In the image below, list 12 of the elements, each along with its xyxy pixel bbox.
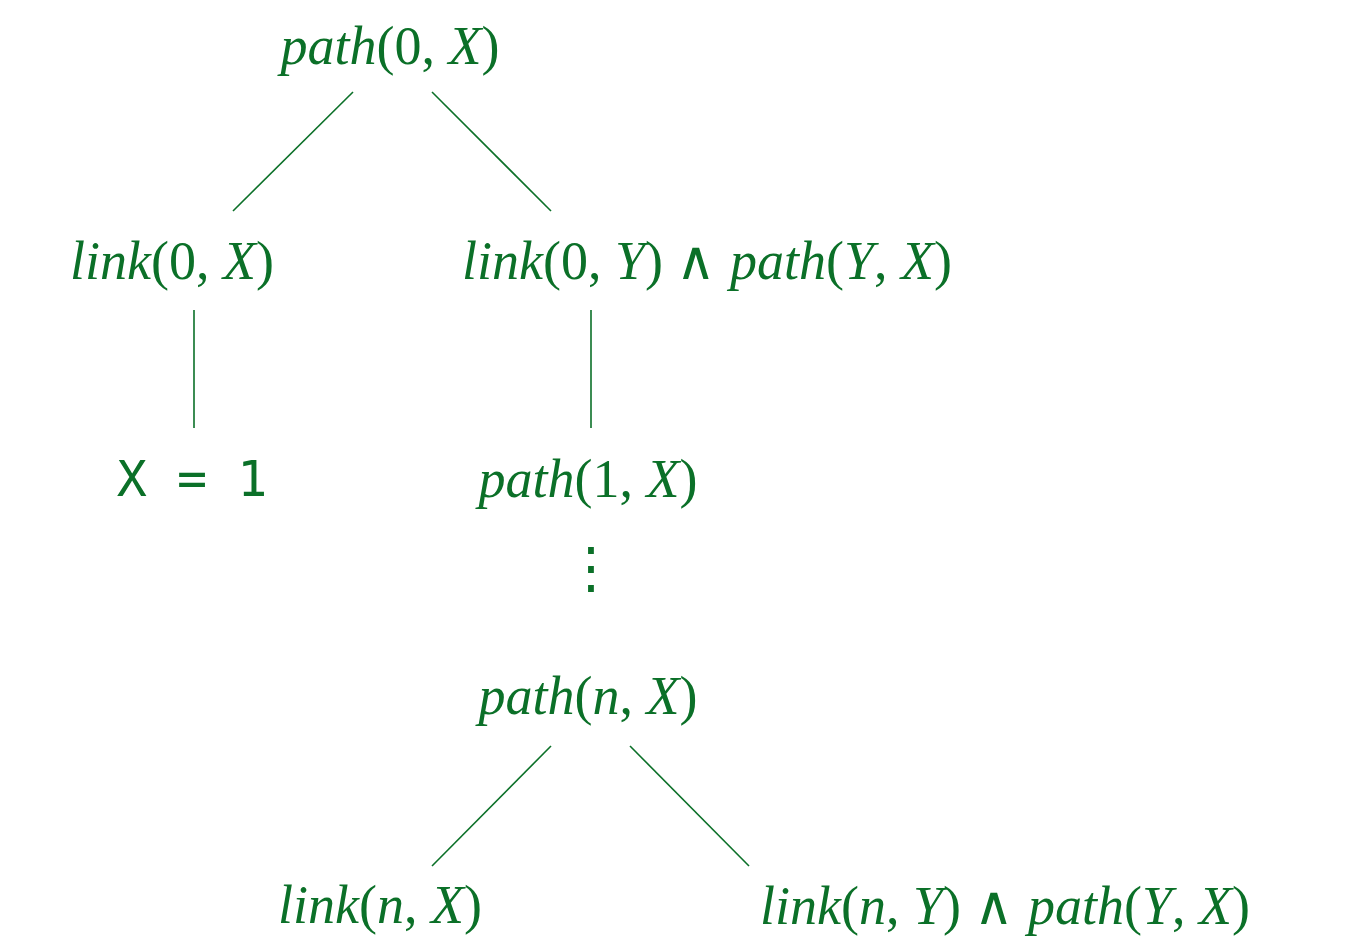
- connector-line: [232, 91, 354, 212]
- connector-line: [629, 745, 750, 867]
- formula-text: link(0, X): [70, 229, 274, 292]
- formula-text: link(0, Y) ∧ path(Y, X): [462, 230, 952, 292]
- formula-text: link(n, X): [278, 874, 482, 936]
- connector-line: [590, 309, 592, 429]
- formula-text: link(n, Y) ∧ path(Y, X): [760, 874, 1250, 937]
- formula-text: X = 1: [116, 450, 268, 508]
- connector-line: [193, 309, 195, 429]
- connector-line: [431, 91, 552, 212]
- connector-line: [431, 745, 552, 867]
- vertical-ellipsis: ⋮: [563, 540, 619, 596]
